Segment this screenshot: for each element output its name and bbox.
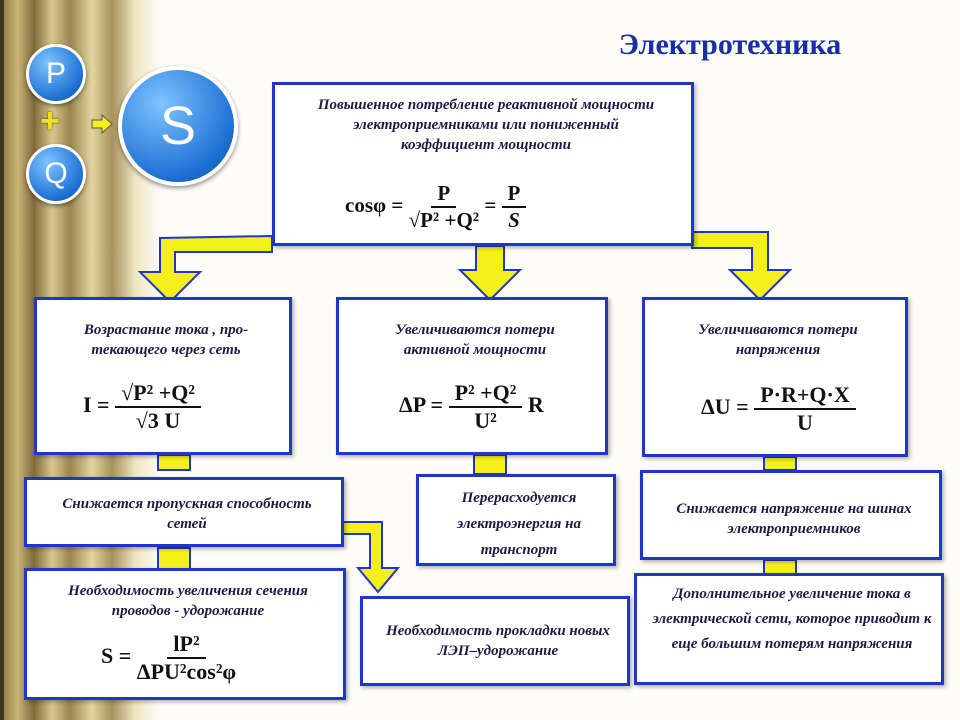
formula-current: I = √P² +Q² √3 U: [83, 380, 201, 434]
arrow-to-new-lines: [341, 521, 401, 594]
arrow-to-overuse: [473, 454, 507, 475]
box-voltage-drop: Снижается напряжение на шинах электропри…: [640, 470, 942, 560]
page-title: Электротехника: [618, 28, 842, 61]
formula-power-loss: ΔP = P² +Q² U² R: [399, 380, 544, 433]
box-cross-section: Необходимость увеличения сечения проводо…: [24, 568, 346, 700]
arrow-to-current: [137, 234, 273, 304]
box-text: Необходимость прокладки новых ЛЭП–удорож…: [386, 623, 610, 659]
box-text: Перерасходуется электроэнергия на трансп…: [457, 490, 581, 558]
formula-cos: cosφ = P √P² +Q² = P S: [345, 181, 527, 233]
box-text: Увеличиваются потери активной мощности: [395, 322, 555, 358]
box-reactive-consumption: Повышенное потребление реактивной мощнос…: [272, 82, 694, 246]
box-power-loss: Увеличиваются потери активной мощности Δ…: [336, 297, 608, 455]
p-circle-icon: P: [26, 44, 86, 104]
arrow-to-capacity: [157, 454, 191, 471]
box-new-lines: Необходимость прокладки новых ЛЭП–удорож…: [360, 596, 630, 686]
box-current-increase: Возрастание тока , про-текающего через с…: [34, 297, 292, 455]
box-text: Снижается напряжение на шинах электропри…: [676, 501, 912, 537]
box-text: Снижается пропускная способность сетей: [62, 496, 312, 532]
arrow-to-voltage-drop: [763, 456, 797, 471]
box-text: Повышенное потребление реактивной мощнос…: [317, 97, 655, 153]
box-text: Дополнительное увеличение тока в электри…: [652, 586, 932, 652]
box-text: Увеличиваются потери напряжения: [698, 322, 858, 358]
box-text: Возрастание тока , про-текающего через с…: [83, 322, 249, 358]
background-edge: [0, 0, 4, 720]
box-overuse: Перерасходуется электроэнергия на трансп…: [416, 474, 616, 566]
box-extra-current: Дополнительное увеличение тока в электри…: [634, 573, 944, 685]
box-voltage-loss: Увеличиваются потери напряжения ΔU = P·R…: [642, 297, 908, 457]
arrow-to-voltage-loss: [691, 231, 793, 302]
plus-icon: +: [40, 102, 60, 140]
formula-voltage-loss: ΔU = P·R+Q·X U: [701, 382, 856, 436]
arrow-to-power-loss: [457, 245, 523, 302]
s-circle-icon: S: [118, 66, 238, 186]
box-text: Необходимость увеличения сечения проводо…: [68, 583, 308, 619]
formula-cross-section: S = lP² ΔPU²cos²φ: [101, 631, 237, 684]
small-arrow-icon: [91, 114, 113, 134]
box-capacity: Снижается пропускная способность сетей: [24, 477, 344, 547]
q-circle-icon: Q: [26, 144, 86, 204]
